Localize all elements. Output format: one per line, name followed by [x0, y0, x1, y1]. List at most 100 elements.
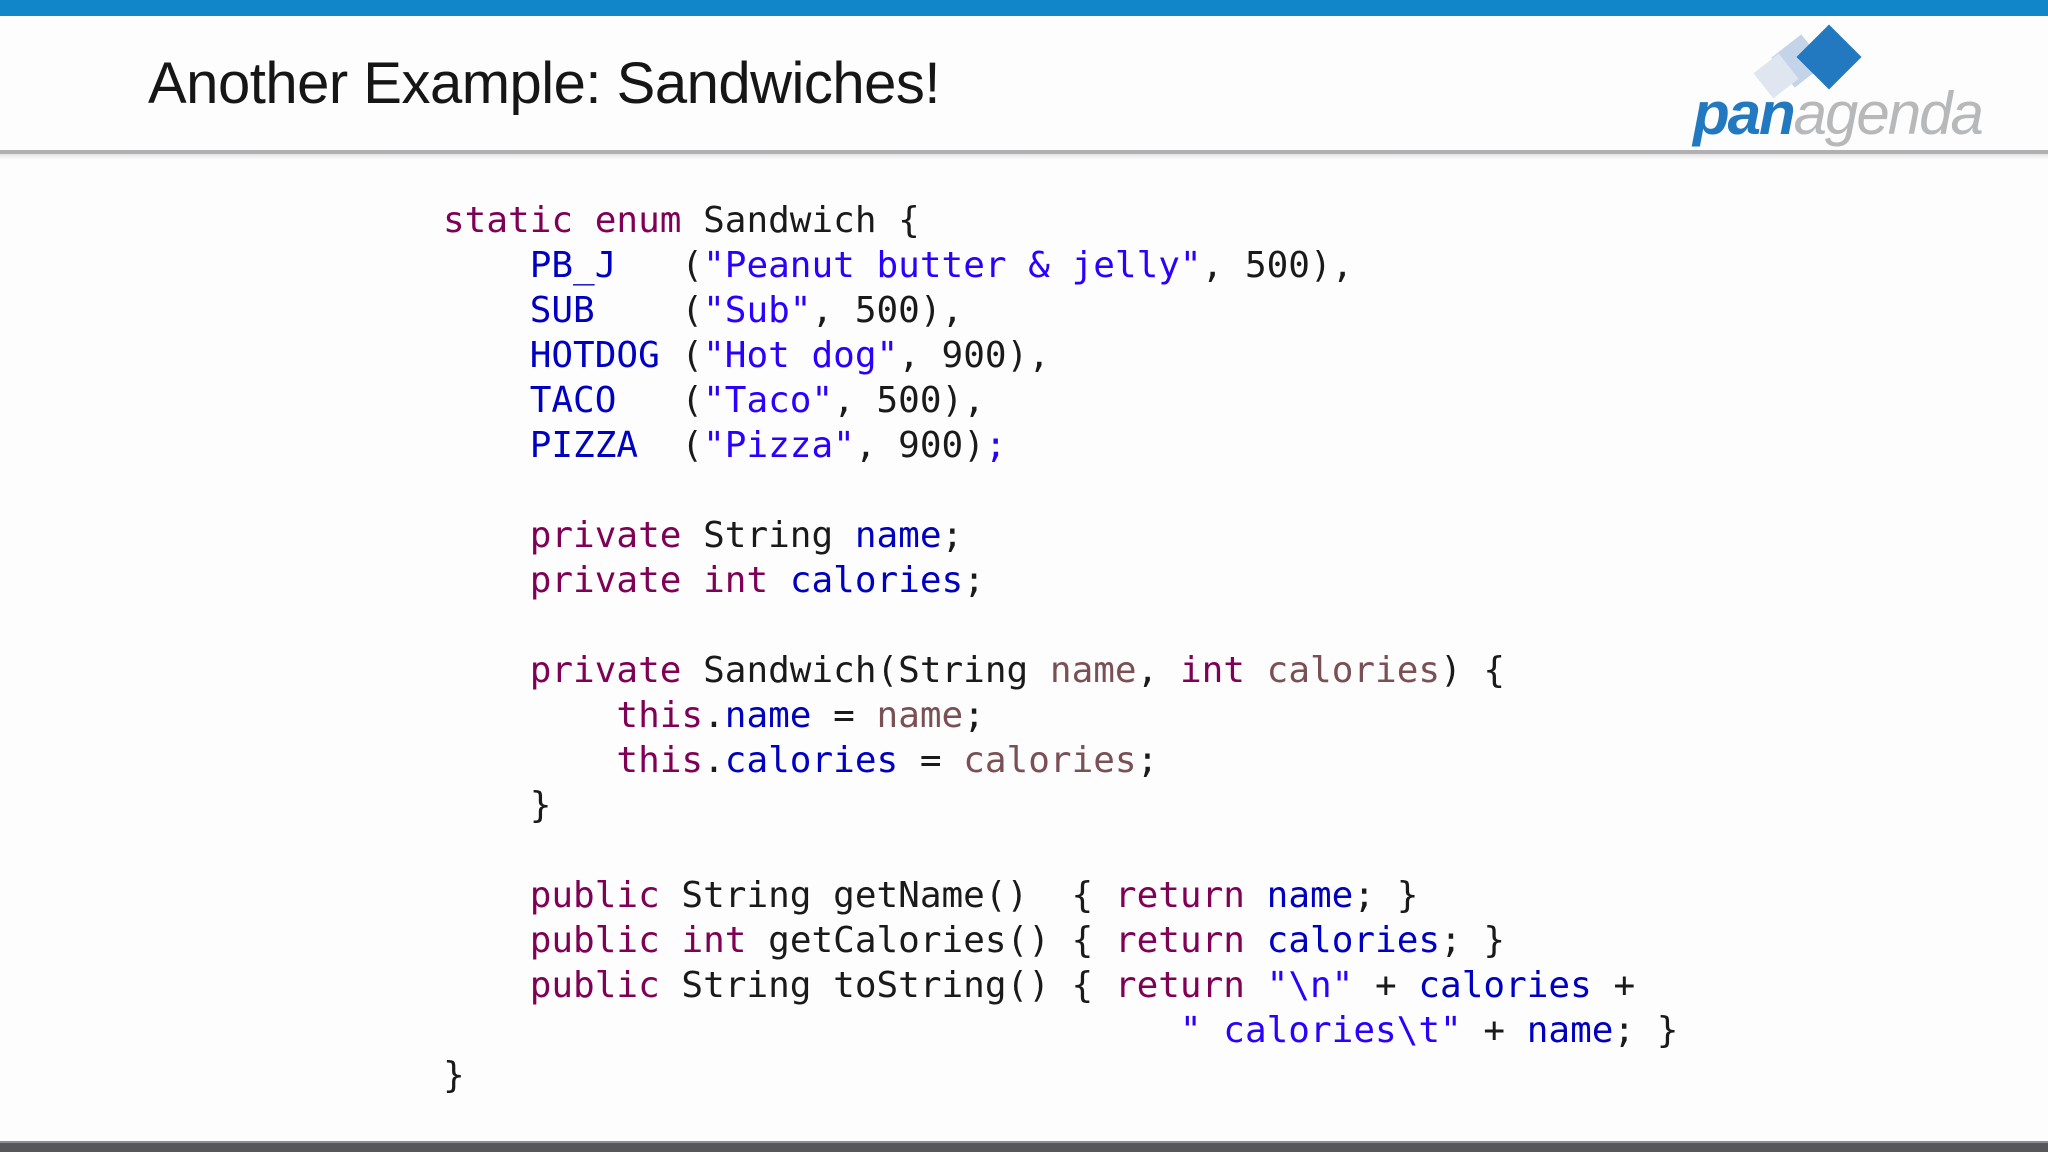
code-token: =	[811, 695, 877, 736]
code-token: ;	[941, 515, 964, 556]
code-line: }	[443, 783, 1678, 828]
code-token: this	[616, 740, 704, 781]
code-token: "Pizza"	[703, 425, 855, 466]
code-token	[660, 920, 682, 961]
code-token: Sandwich {	[681, 200, 920, 241]
code-token: enum	[594, 200, 682, 241]
code-line: private String name;	[443, 513, 1678, 558]
code-token	[1245, 965, 1267, 1006]
code-line: }	[443, 1053, 1678, 1098]
code-line	[443, 603, 1678, 648]
code-token: name	[854, 515, 942, 556]
code-token: ; }	[1353, 875, 1419, 916]
code-token: ; }	[1613, 1010, 1679, 1051]
code-token: PIZZA	[529, 425, 639, 466]
code-token: ) {	[1440, 650, 1506, 691]
code-token	[443, 965, 530, 1006]
page-title: Another Example: Sandwiches!	[148, 51, 941, 116]
code-token: ; }	[1440, 920, 1506, 961]
code-token: return	[1114, 965, 1245, 1006]
code-line: private int calories;	[443, 558, 1678, 603]
code-token: calories	[789, 560, 964, 601]
code-line: HOTDOG ("Hot dog", 900),	[443, 333, 1678, 378]
code-token: PB_J	[529, 245, 617, 286]
code-line: SUB ("Sub", 500),	[443, 288, 1678, 333]
code-line	[443, 828, 1678, 873]
code-token	[681, 560, 703, 601]
code-token: +	[1353, 965, 1419, 1006]
code-line: private Sandwich(String name, int calori…	[443, 648, 1678, 693]
code-token: return	[1114, 920, 1245, 961]
code-token	[443, 425, 530, 466]
code-token: (	[616, 245, 704, 286]
code-token: name	[724, 695, 812, 736]
code-token	[1245, 920, 1267, 961]
code-token: "Taco"	[703, 380, 834, 421]
code-token	[443, 650, 530, 691]
code-token: String getName() {	[659, 875, 1115, 916]
code-line: TACO ("Taco", 500),	[443, 378, 1678, 423]
code-token: calories	[1266, 920, 1441, 961]
code-token: , 500),	[811, 290, 964, 331]
code-token: "Sub"	[703, 290, 812, 331]
code-token: calories	[1266, 650, 1441, 691]
code-token: (	[594, 290, 704, 331]
code-token	[443, 875, 530, 916]
code-token: calories	[1418, 965, 1592, 1006]
code-token: ;	[963, 560, 985, 601]
code-token: ;	[1136, 740, 1159, 781]
code-token: +	[1461, 1010, 1527, 1051]
code-line: public String toString() { return "\n" +…	[443, 963, 1678, 1008]
code-line: static enum Sandwich {	[443, 198, 1678, 243]
code-token: public	[529, 965, 660, 1006]
code-token	[443, 515, 530, 556]
code-line: this.name = name;	[443, 693, 1678, 738]
code-line: " calories\t" + name; }	[443, 1008, 1679, 1053]
code-token: .	[703, 740, 725, 781]
code-token: this	[616, 695, 704, 736]
code-token	[573, 200, 595, 241]
code-token: , 900),	[898, 335, 1050, 376]
code-token: "\n"	[1266, 965, 1354, 1006]
code-token: public	[529, 920, 660, 961]
code-token: (	[616, 380, 704, 421]
code-token: getCalories() {	[746, 920, 1115, 961]
code-line: public String getName() { return name; }	[443, 873, 1678, 918]
code-token: private	[529, 560, 682, 601]
code-token: (	[638, 425, 704, 466]
code-token: (	[659, 335, 704, 376]
code-token: public	[529, 875, 660, 916]
code-token: name	[1049, 650, 1137, 691]
code-token: SUB	[529, 290, 595, 331]
code-block: static enum Sandwich { PB_J ("Peanut but…	[443, 198, 1678, 1098]
code-token: name	[1266, 875, 1354, 916]
header-divider	[0, 150, 2048, 160]
code-token: Sandwich(String	[681, 650, 1050, 691]
code-token	[443, 695, 616, 736]
code-token	[1245, 875, 1267, 916]
code-token: TACO	[529, 380, 617, 421]
code-token: name	[1526, 1010, 1614, 1051]
logo-text-agenda: agenda	[1793, 80, 1984, 147]
panagenda-logo: panagenda	[1690, 20, 2030, 144]
code-token	[443, 560, 530, 601]
code-token: " calories\t"	[1179, 1010, 1462, 1051]
logo-wordmark: panagenda	[1693, 84, 1984, 144]
code-token: name	[876, 695, 964, 736]
code-line	[443, 468, 1678, 513]
code-token: , 500),	[833, 380, 985, 421]
code-token: calories	[963, 740, 1137, 781]
code-line: public int getCalories() { return calori…	[443, 918, 1678, 963]
code-token: +	[1591, 965, 1636, 1006]
code-token: String	[681, 515, 855, 556]
code-token	[443, 740, 616, 781]
code-token: calories	[724, 740, 899, 781]
code-token: return	[1114, 875, 1245, 916]
code-token	[768, 560, 790, 601]
code-token: static	[443, 200, 574, 241]
top-accent-bar	[0, 0, 2048, 16]
code-token: "Peanut butter & jelly"	[703, 245, 1202, 286]
code-token	[443, 335, 530, 376]
code-token: String toString() {	[659, 965, 1115, 1006]
